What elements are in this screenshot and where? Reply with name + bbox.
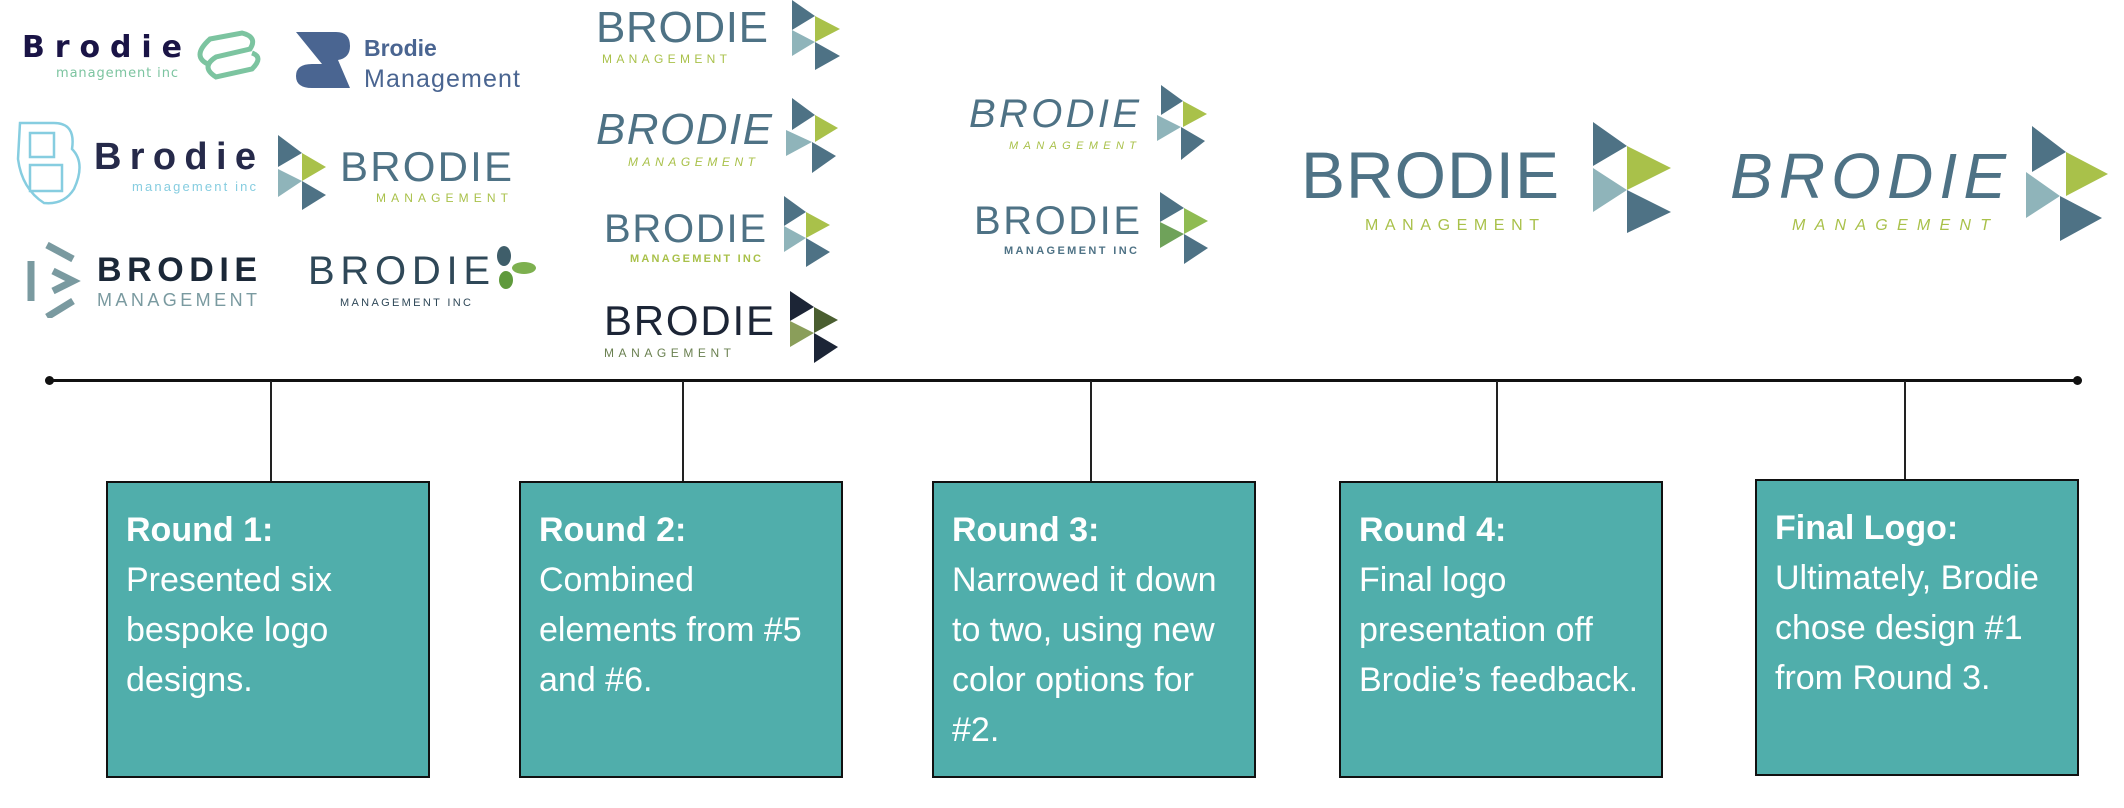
logo-wordmark: BRODIE: [340, 143, 512, 190]
triangle-mark-icon: [786, 98, 838, 173]
round-description: Final logo presentation off Brodie’s fee…: [1359, 561, 1639, 699]
logo-wordmark: BRODIE: [596, 3, 768, 52]
final-logo: BRODIE MANAGEMENT: [1730, 126, 2110, 241]
logo-wordmark: BRODIE: [97, 251, 257, 289]
timeline-line: [49, 379, 2077, 382]
logo-subtitle: management inc: [56, 66, 178, 81]
b-outline-icon: [16, 121, 81, 205]
round1-logo-6: BRODIE MANAGEMENT INC: [308, 244, 538, 309]
logo-wordmark: BRODIE: [969, 92, 1140, 136]
logo-subtitle: MANAGEMENT INC: [1004, 245, 1140, 257]
logo-wordmark: BRODIE: [974, 199, 1140, 243]
final-logo-card: Final Logo: Ultimately, Brodie chose des…: [1755, 479, 2079, 776]
round1-logo-4: BRODIE MANAGEMENT: [278, 135, 518, 210]
triangle-mark-icon: [790, 291, 838, 363]
logo-subtitle: MANAGEMENT: [376, 191, 512, 205]
round2-logo-2: BRODIE MANAGEMENT: [596, 98, 843, 173]
connector-final: [1904, 381, 1906, 481]
logo-wordmark: BRODIE: [604, 297, 774, 344]
round4-logo: BRODIE MANAGEMENT: [1301, 122, 1673, 233]
logo-wordmark: Brodie: [94, 136, 256, 178]
logo-subtitle: MANAGEMENT: [602, 52, 730, 66]
round-2-card: Round 2: Combined elements from #5 and #…: [519, 481, 843, 778]
round-title: Round 2:: [539, 511, 687, 549]
timeline-end-dot: [2073, 376, 2082, 385]
logo-subtitle: MANAGEMENT: [1009, 140, 1139, 152]
triangle-mark-icon: [1160, 192, 1208, 264]
round1-logo-2: Brodie Management: [294, 30, 524, 95]
round-title: Round 4:: [1359, 511, 1507, 549]
r-shape-icon: [296, 32, 350, 88]
round-description: Combined elements from #5 and #6.: [539, 561, 802, 699]
logo-wordmark: Brodie: [22, 30, 182, 65]
connector-round-3: [1090, 381, 1092, 481]
round-1-card: Round 1: Presented six bespoke logo desi…: [106, 481, 430, 778]
round3-logo-1: BRODIE MANAGEMENT: [969, 85, 1210, 160]
hexagon-stripes-icon: [27, 241, 81, 318]
round2-logo-4: BRODIE MANAGEMENT: [600, 291, 843, 363]
logo-wordmark: BRODIE: [308, 249, 490, 293]
logo-subtitle: MANAGEMENT: [628, 155, 758, 169]
logo-wordmark: BRODIE: [596, 105, 773, 154]
connector-round-4: [1496, 381, 1498, 481]
logo-wordmark: BRODIE: [604, 207, 766, 251]
round-title: Round 1:: [126, 511, 274, 549]
triangle-mark-icon: [2026, 126, 2108, 241]
round2-logo-1: BRODIE MANAGEMENT: [596, 0, 843, 70]
round-3-card: Round 3: Narrowed it down to two, using …: [932, 481, 1256, 778]
triangle-mark-icon: [1593, 122, 1671, 233]
round-title: Round 3:: [952, 511, 1100, 549]
triangle-mark-icon: [792, 0, 840, 70]
round-description: Ultimately, Brodie chose design #1 from …: [1775, 559, 2039, 697]
triangle-mark-icon: [784, 196, 830, 267]
connector-round-1: [270, 381, 272, 481]
round1-logo-1: Brodie management inc: [20, 27, 264, 83]
logo-subtitle: MANAGEMENT: [1792, 217, 1996, 234]
round-title: Final Logo:: [1775, 509, 1959, 547]
leaves-icon: [497, 246, 536, 289]
logo-subtitle: Management: [364, 65, 520, 93]
triangle-mark-icon: [278, 135, 326, 210]
round-description: Narrowed it down to two, using new color…: [952, 561, 1217, 749]
logo-subtitle: MANAGEMENT INC: [340, 297, 474, 309]
logo-subtitle: MANAGEMENT: [97, 290, 257, 310]
logo-subtitle: MANAGEMENT: [604, 346, 734, 360]
round3-logo-2: BRODIE MANAGEMENT INC: [974, 192, 1210, 264]
logo-subtitle: MANAGEMENT INC: [630, 253, 764, 265]
round-4-card: Round 4: Final logo presentation off Bro…: [1339, 481, 1663, 778]
logo-subtitle: management inc: [132, 179, 257, 194]
loop-mark-icon: [197, 30, 261, 80]
connector-round-2: [682, 381, 684, 481]
round-description: Presented six bespoke logo designs.: [126, 561, 332, 699]
round1-logo-5: BRODIE MANAGEMENT: [27, 241, 260, 318]
round2-logo-3: BRODIE MANAGEMENT INC: [600, 196, 835, 267]
logo-subtitle: MANAGEMENT: [1365, 217, 1545, 233]
round1-logo-3: Brodie management inc: [14, 119, 257, 206]
logo-wordmark: Brodie: [364, 35, 437, 61]
triangle-mark-icon: [1157, 85, 1207, 160]
logo-wordmark: BRODIE: [1730, 140, 2007, 212]
logo-wordmark: BRODIE: [1301, 138, 1559, 212]
